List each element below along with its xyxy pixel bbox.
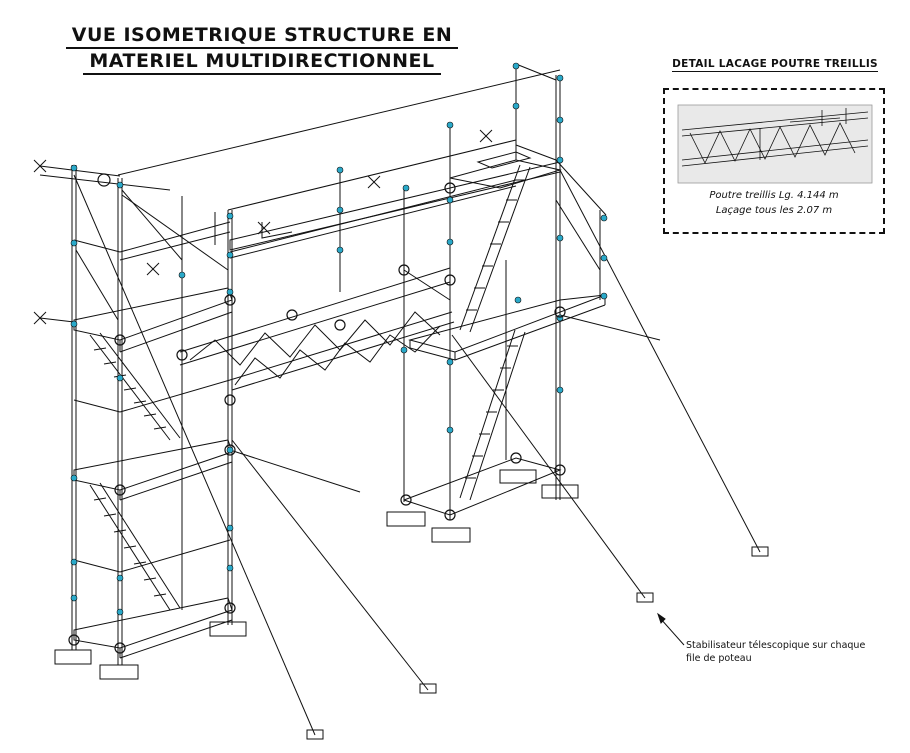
title-line-2: MATERIEL MULTIDIRECTIONNEL <box>62 50 462 75</box>
stabilizers <box>73 169 769 740</box>
base-plate <box>541 484 579 499</box>
base-plate <box>99 664 139 680</box>
detail-heading: DETAIL LACAGE POUTRE TREILLIS <box>672 58 878 72</box>
right-tower <box>386 151 607 543</box>
truss-beam <box>179 267 455 448</box>
base-plate <box>386 511 426 527</box>
title-line-1: VUE ISOMETRIQUE STRUCTURE EN <box>62 24 462 49</box>
truss-detail-image <box>677 104 873 184</box>
base-plate <box>431 527 471 543</box>
detail-caption-spacing: Laçage tous les 2.07 m <box>715 205 833 216</box>
base-plate <box>499 469 537 484</box>
couplers <box>70 62 608 616</box>
stabilizer-note-line-2: file de poteau <box>686 653 752 664</box>
bridge-upper-beam <box>117 63 561 500</box>
stabilizer-note-line-1: Stabilisateur télescopique sur chaque <box>686 640 866 651</box>
scaffold-structure <box>33 63 769 740</box>
detail-caption-length: Poutre treillis Lg. 4.144 m <box>709 190 839 201</box>
base-plate <box>54 649 92 665</box>
joints <box>68 173 566 654</box>
base-plate <box>209 621 247 637</box>
annotation-arrow <box>657 612 685 646</box>
detail-box <box>663 88 885 234</box>
